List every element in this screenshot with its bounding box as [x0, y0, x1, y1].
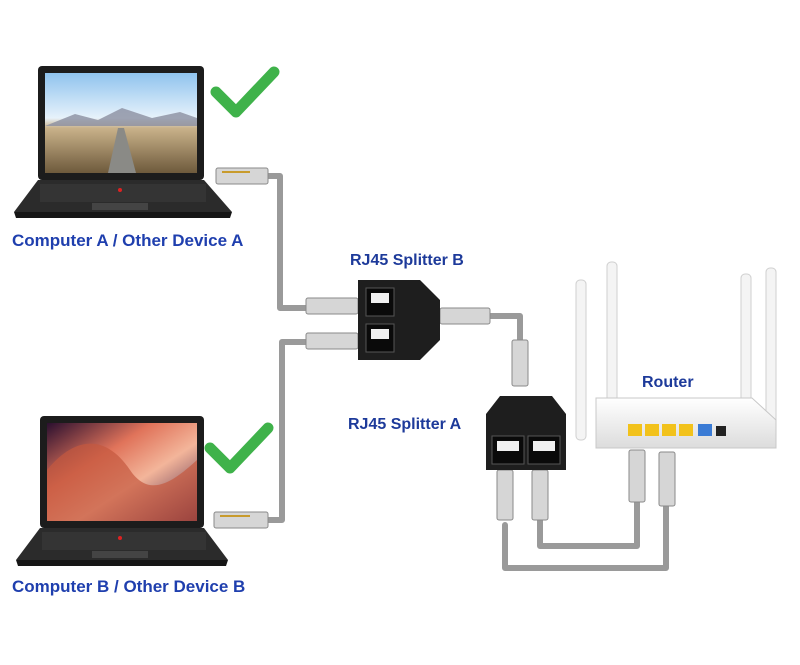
computer-a-label: Computer A / Other Device A — [12, 231, 244, 250]
laptop-icon — [14, 66, 232, 218]
cable-computer-b — [265, 339, 333, 523]
rj45-plug-icon — [531, 469, 549, 521]
laptop-icon — [16, 416, 228, 566]
check-icon — [204, 422, 274, 474]
rj45-plug-icon — [305, 332, 359, 350]
rj45-plug-icon — [439, 307, 491, 325]
router-label: Router — [642, 374, 694, 391]
computer-b-label: Computer B / Other Device B — [12, 577, 246, 596]
splitter-b-label: RJ45 Splitter B — [350, 252, 464, 269]
rj45-plug-icon — [215, 167, 269, 185]
cable-splitter-a-right — [537, 497, 640, 549]
rj45-plug-icon — [628, 449, 646, 503]
splitter-a-label: RJ45 Splitter A — [348, 416, 462, 433]
rj45-plug-icon — [305, 297, 359, 315]
cable-splitter-a-left — [502, 502, 669, 571]
rj45-plug-icon — [496, 469, 514, 521]
router-icon — [575, 261, 777, 449]
splitter-icon — [358, 280, 440, 360]
rj45-plug-icon — [658, 451, 676, 507]
rj45-plug-icon — [511, 339, 529, 387]
cable-computer-a — [265, 173, 333, 311]
check-icon — [210, 66, 280, 118]
cable-splitter-b-out — [485, 313, 523, 348]
cables — [265, 173, 669, 571]
rj45-plug-icon — [213, 511, 269, 529]
splitter-icon — [486, 396, 566, 470]
